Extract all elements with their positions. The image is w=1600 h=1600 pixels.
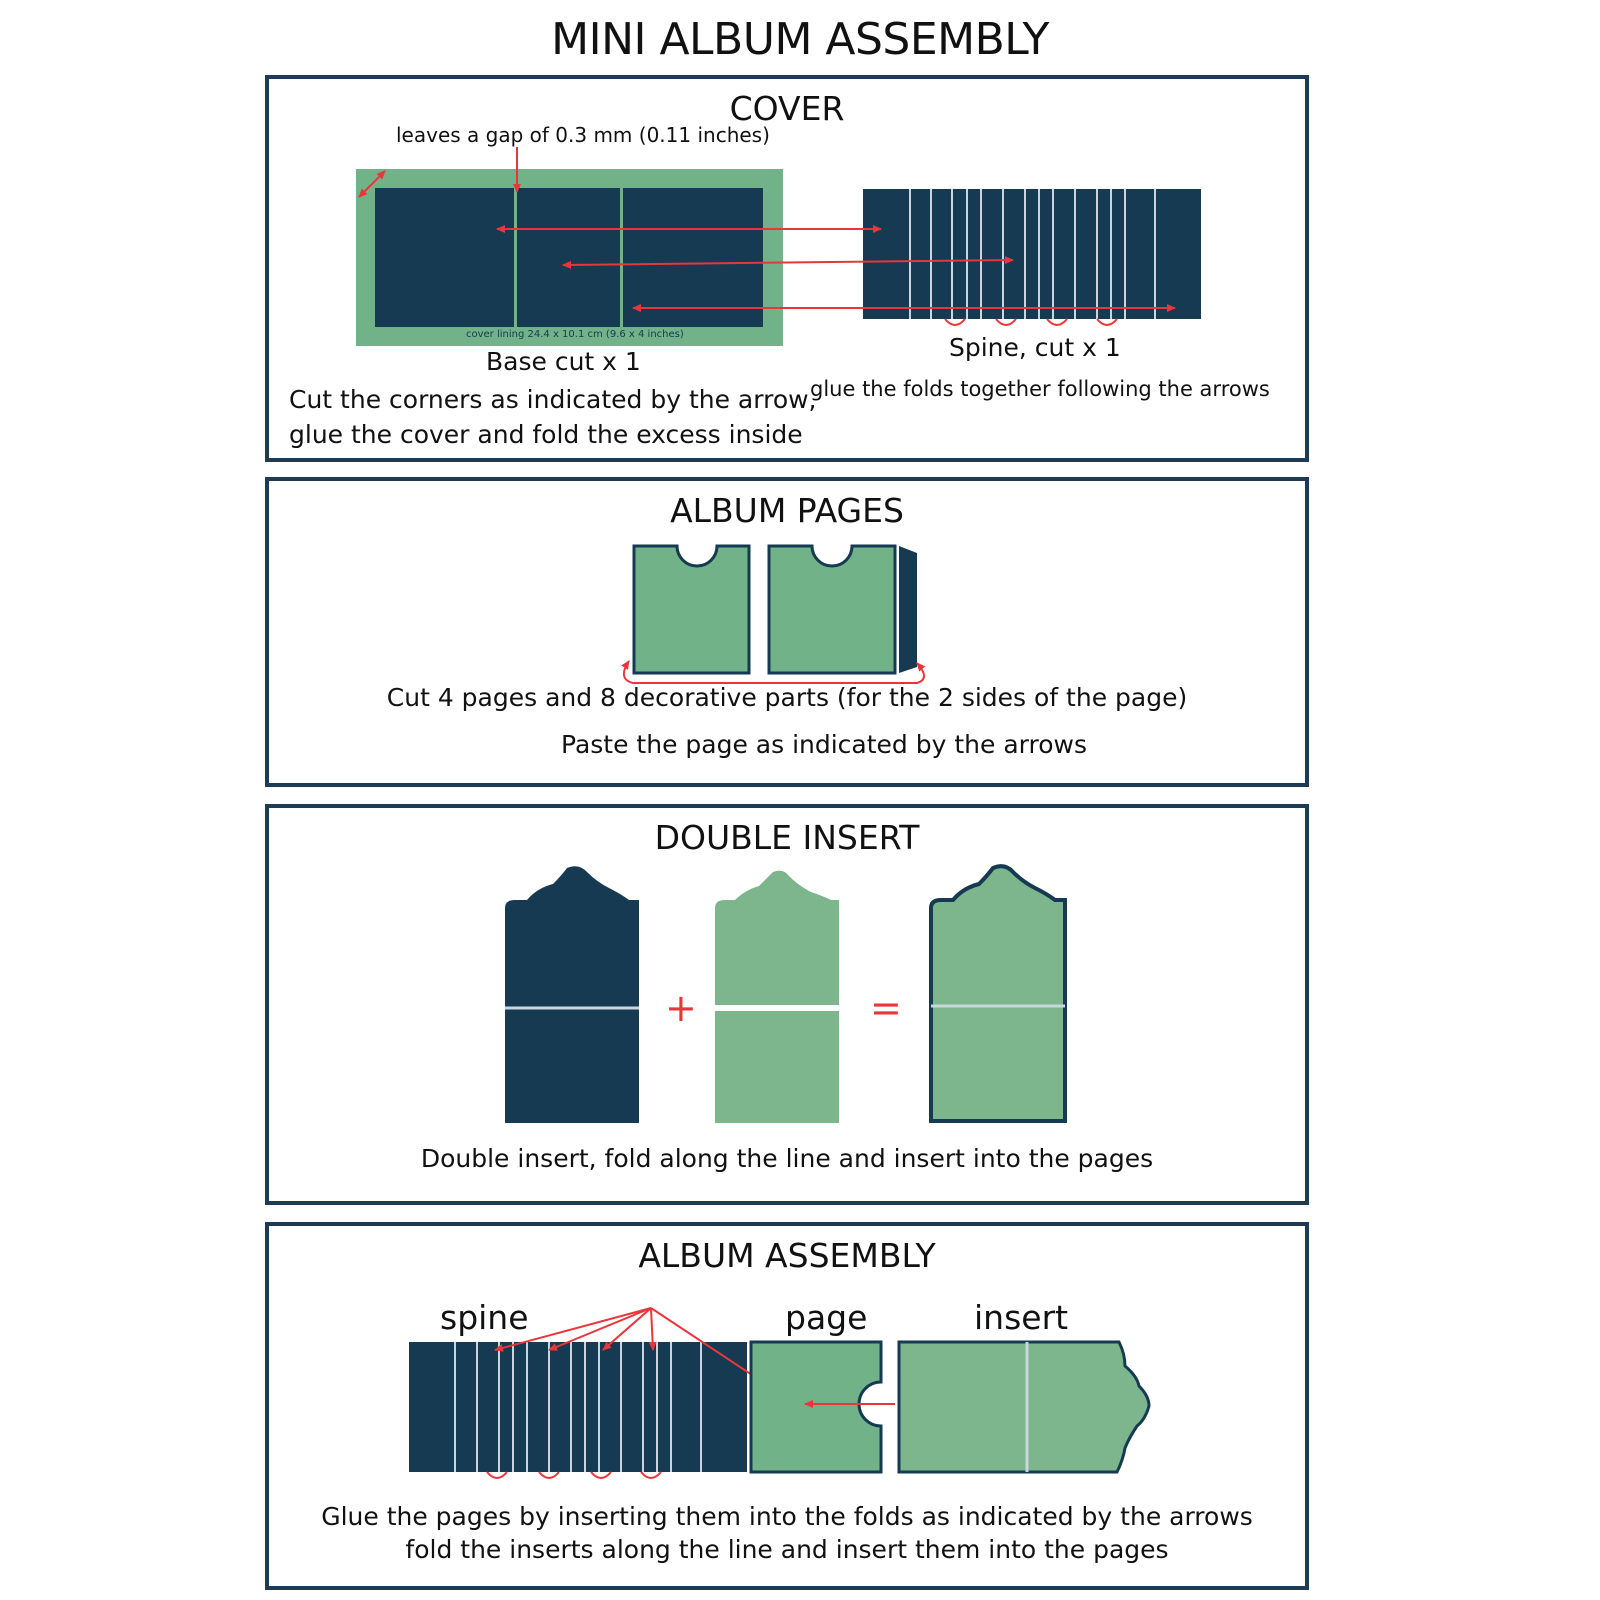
album-pages-title: ALBUM PAGES [670,491,904,530]
base-label: Base cut x 1 [486,347,641,376]
label-page: page [785,1298,868,1337]
assembly-fold-arrows [486,1471,662,1479]
pages-instruction-1: Cut 4 pages and 8 decorative parts (for … [386,683,1188,712]
cover-panel: COVER leaves a gap of 0.3 mm (0.11 inche… [265,75,1309,462]
arrow-middle-board [562,256,1014,269]
spine-fold-lines [909,189,1156,319]
base-instruction-2: glue the cover and fold the excess insid… [289,420,803,449]
album-pages-panel: ALBUM PAGES Cut 4 pages and 8 decorative… [265,477,1309,787]
spine-piece [863,189,1201,319]
assembly-instruction-1: Glue the pages by inserting them into th… [321,1502,1253,1531]
pages-instruction-2: Paste the page as indicated by the arrow… [561,730,1087,759]
base-instruction-1: Cut the corners as indicated by the arro… [289,385,817,414]
plus-sign: + [665,986,697,1030]
pages-diagram [621,544,926,684]
spine-label: Spine, cut x 1 [949,333,1121,362]
page-glue-arrow [621,660,926,684]
gap-note: leaves a gap of 0.3 mm (0.11 inches) [396,123,770,147]
assembly-spine [409,1342,747,1472]
cover-title: COVER [729,89,845,128]
cover-board-left [375,188,514,327]
insert-combined [929,864,1067,1123]
assembly-diagram [409,1307,1151,1479]
album-assembly-title: ALBUM ASSEMBLY [638,1236,936,1275]
cover-board-right [623,188,763,327]
spine-instruction: glue the folds together following the ar… [810,377,1270,401]
assembly-page [749,1340,883,1474]
label-insert: insert [974,1298,1069,1337]
insert-green [715,870,839,1123]
spine-fold-arrows [944,318,1118,326]
insert-caption: Double insert, fold along the line and i… [420,1144,1154,1173]
double-insert-panel: DOUBLE INSERT + = Double insert, fold al… [265,804,1309,1205]
page-title: MINI ALBUM ASSEMBLY [551,14,1049,65]
assembly-instruction-2: fold the inserts along the line and inse… [405,1535,1169,1564]
page-panel-right [767,544,897,675]
page-panel-left [632,544,751,675]
corner-arrow [358,170,386,198]
equals-sign: = [870,986,902,1030]
double-insert-title: DOUBLE INSERT [654,818,920,857]
album-assembly-panel: ALBUM ASSEMBLY spine page insert [265,1222,1309,1590]
assembly-insert [897,1340,1151,1474]
page-spine-flap [899,546,917,673]
cover-board-middle [517,188,620,327]
label-spine: spine [440,1298,529,1337]
assembly-spine-folds [454,1342,702,1472]
insert-diagram: + = [505,864,1067,1123]
insert-dark [505,866,639,1123]
cover-diagram [356,147,1201,346]
lining-note: cover lining 24.4 x 10.1 cm (9.6 x 4 inc… [466,329,684,340]
